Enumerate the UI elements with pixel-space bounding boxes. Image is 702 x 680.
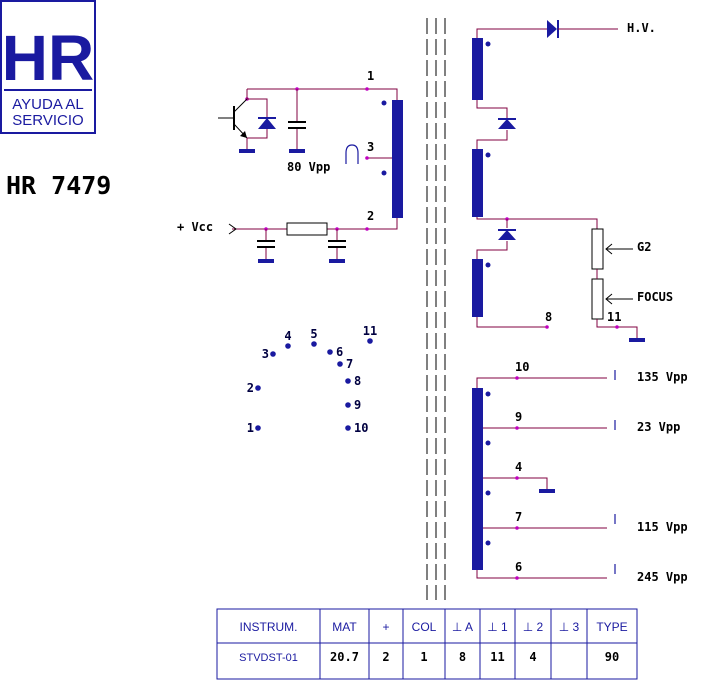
pinout-label: 5	[310, 327, 317, 341]
table-header-cell: ⊥ 3	[559, 620, 580, 634]
aux-secondary: 10 135 Vpp 9 23 Vpp 4 7 115 Vpp 6 245 Vpp	[472, 360, 688, 584]
pinout-label: 9	[354, 398, 361, 412]
pinout-dot	[337, 361, 343, 367]
pulse-waveform-icon	[345, 144, 359, 164]
hr-logo: HR AYUDA AL SERVICIO	[0, 0, 96, 134]
focus-label: FOCUS	[637, 290, 673, 304]
table-value-cell: 8	[459, 650, 466, 664]
pin-11-label: 11	[607, 310, 621, 324]
pinout-dot	[367, 338, 373, 344]
table-header-cell: INSTRUM.	[240, 620, 298, 634]
pinout-dot	[255, 425, 261, 431]
aux-vpp-10-label: 135 Vpp	[637, 370, 688, 384]
transformer-core	[426, 18, 446, 600]
spec-table: INSTRUM. MAT + COL ⊥ A ⊥ 1 ⊥ 2 ⊥ 3 TYPE STVDST-01…	[216, 608, 638, 680]
pinout-label: 4	[284, 329, 291, 343]
table-value-cell: STVDST-01	[239, 652, 298, 664]
supply-resistor	[286, 222, 328, 236]
pin-8-label: 8	[545, 310, 552, 324]
hv-winding-2	[472, 149, 483, 217]
table-header-cell: TYPE	[596, 620, 627, 634]
table-header-cell: MAT	[332, 620, 357, 634]
primary-vpp-label: 80 Vpp	[287, 160, 330, 174]
table-header-cell: ⊥ A	[452, 620, 473, 634]
table-header-cell: ⊥ 2	[523, 620, 544, 634]
aux-pin-10-label: 10	[515, 360, 529, 374]
pinout-dot	[327, 349, 333, 355]
pin-3-label: 3	[367, 140, 374, 154]
table-value-cell: 1	[420, 650, 427, 664]
pinout-label: 11	[363, 324, 377, 338]
pinout-dot	[285, 343, 291, 349]
table-header-cell: ⊥ 1	[487, 620, 508, 634]
pinout-label: 1	[247, 421, 254, 435]
transistor-symbol	[218, 89, 255, 153]
hv-label: H.V.	[627, 21, 656, 35]
vcc-label: + Vcc	[177, 220, 213, 234]
aux-pin-7-label: 7	[515, 510, 522, 524]
aux-pin-9-label: 9	[515, 410, 522, 424]
hv-winding-3	[472, 259, 483, 317]
pinout-dot	[270, 351, 276, 357]
g2-label: G2	[637, 240, 651, 254]
primary-winding	[392, 100, 403, 218]
primary-circuit: 1 3 2 80 Vpp + Vcc	[177, 69, 403, 263]
pinout-label: 10	[354, 421, 368, 435]
pinout-label: 6	[336, 345, 343, 359]
g2-resistor	[591, 228, 604, 270]
model-title: HR 7479	[6, 171, 111, 200]
table-value-cell: 90	[605, 650, 619, 664]
input-capacitor-2	[328, 229, 346, 263]
table-value-cell: 2	[382, 650, 389, 664]
logo-line2: SERVICIO	[12, 112, 83, 129]
pinout-dot	[345, 378, 351, 384]
aux-vpp-6-label: 245 Vpp	[637, 570, 688, 584]
focus-resistor	[591, 278, 604, 320]
damper-diode	[247, 98, 276, 139]
aux-vpp-7-label: 115 Vpp	[637, 520, 688, 534]
aux-pin-4-label: 4	[515, 460, 522, 474]
table-value-cell: 4	[529, 650, 536, 664]
pinout-dot	[311, 341, 317, 347]
pinout-label: 3	[262, 347, 269, 361]
aux-vpp-9-label: 23 Vpp	[637, 420, 680, 434]
pinout-label: 8	[354, 374, 361, 388]
pinout-diagram: 1 2 3 4 5 678 9 10 11	[247, 324, 377, 435]
table-value-cell: 11	[490, 650, 504, 664]
logo-brand: HR	[2, 22, 94, 94]
table-header-cell: COL	[412, 620, 437, 634]
pin-1-label: 1	[367, 69, 374, 83]
pinout-label: 2	[247, 381, 254, 395]
pinout-dot	[255, 385, 261, 391]
pinout-dot	[345, 402, 351, 408]
aux-winding	[472, 388, 483, 570]
aux-pin-6-label: 6	[515, 560, 522, 574]
hv-winding-1	[472, 38, 483, 100]
input-capacitor-1	[257, 229, 275, 263]
table-header-cell: +	[382, 620, 389, 634]
logo-line1: AYUDA AL	[12, 96, 83, 113]
table-value-cell: 20.7	[330, 650, 359, 664]
pin-2-label: 2	[367, 209, 374, 223]
hv-secondary: H.V. G2 FOCUS 8 11	[472, 20, 673, 342]
pinout-label: 7	[346, 357, 353, 371]
tuning-capacitor	[288, 89, 306, 153]
pinout-dot	[345, 425, 351, 431]
